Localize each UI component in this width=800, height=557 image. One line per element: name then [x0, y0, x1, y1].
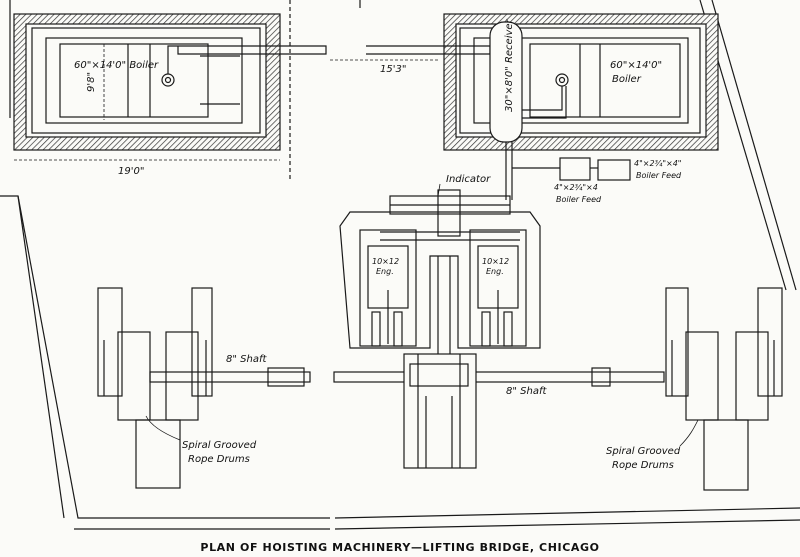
label-boiler-width: 9'8": [86, 72, 97, 92]
label-pump-large-size: 4"×2¾"×4": [634, 159, 681, 168]
label-receiver: 30"×8'0" Receiver: [504, 18, 515, 112]
label-boiler-left: 60"×14'0" Boiler: [74, 60, 159, 71]
label-overall-width: 19'0": [118, 166, 144, 177]
label-boiler-right-name: Boiler: [612, 74, 642, 85]
label-pump-small-size: 4"×2¾"×4: [554, 183, 598, 192]
left-rope-drums: [97, 287, 213, 489]
label-drums-right-line1: Spiral Grooved: [606, 446, 681, 457]
label-pump-large-name: Boiler Feed: [636, 171, 682, 180]
label-engine-right-size: 10×12: [482, 257, 509, 266]
label-drums-left-line2: Rope Drums: [188, 454, 250, 465]
label-drums-left-line1: Spiral Grooved: [182, 440, 257, 451]
right-rope-drums: [665, 287, 783, 491]
label-drums-right-line2: Rope Drums: [612, 460, 674, 471]
leader-lines: [145, 183, 699, 447]
label-shaft-right: 8" Shaft: [506, 386, 547, 397]
left-boiler-setting: [13, 13, 327, 151]
label-boiler-right-size: 60"×14'0": [610, 60, 662, 71]
label-indicator: Indicator: [446, 174, 491, 185]
label-engine-right-name: Eng.: [486, 267, 504, 276]
dimension-lines: [14, 44, 440, 161]
label-pump-small-name: Boiler Feed: [556, 195, 602, 204]
right-boiler-setting: [366, 13, 719, 200]
label-spacing: 15'3": [380, 64, 406, 75]
label-engine-left-size: 10×12: [372, 257, 399, 266]
label-engine-left-name: Eng.: [376, 267, 394, 276]
label-shaft-left: 8" Shaft: [226, 354, 267, 365]
labels: 60"×14'0" Boiler 9'8" 19'0" 15'3" 30"×8'…: [74, 18, 682, 554]
plan-caption: PLAN OF HOISTING MACHINERY—LIFTING BRIDG…: [200, 541, 599, 554]
engine-frame: [339, 189, 541, 360]
gear-box: [403, 353, 477, 469]
boiler-feed-pumps: [512, 157, 631, 181]
